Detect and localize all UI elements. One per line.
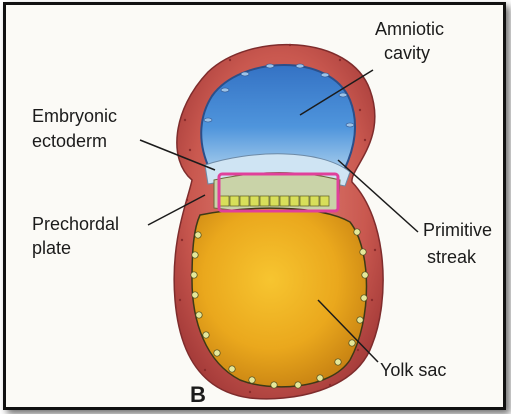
label-yolk-sac: Yolk sac — [380, 360, 446, 380]
panel-letter: B — [190, 382, 206, 407]
label-prechordal-line2: plate — [32, 238, 71, 258]
disc-cells — [220, 196, 329, 206]
label-embryonic-line2: ectoderm — [32, 131, 107, 151]
label-amniotic-line1: Amniotic — [375, 19, 444, 39]
bilaminar-disc — [214, 173, 340, 213]
label-primitive-line1: Primitive — [423, 220, 492, 240]
label-amniotic-line2: cavity — [384, 43, 430, 63]
label-primitive-line2: streak — [427, 247, 477, 267]
label-embryonic-line1: Embryonic — [32, 106, 117, 126]
label-prechordal-line1: Prechordal — [32, 214, 119, 234]
